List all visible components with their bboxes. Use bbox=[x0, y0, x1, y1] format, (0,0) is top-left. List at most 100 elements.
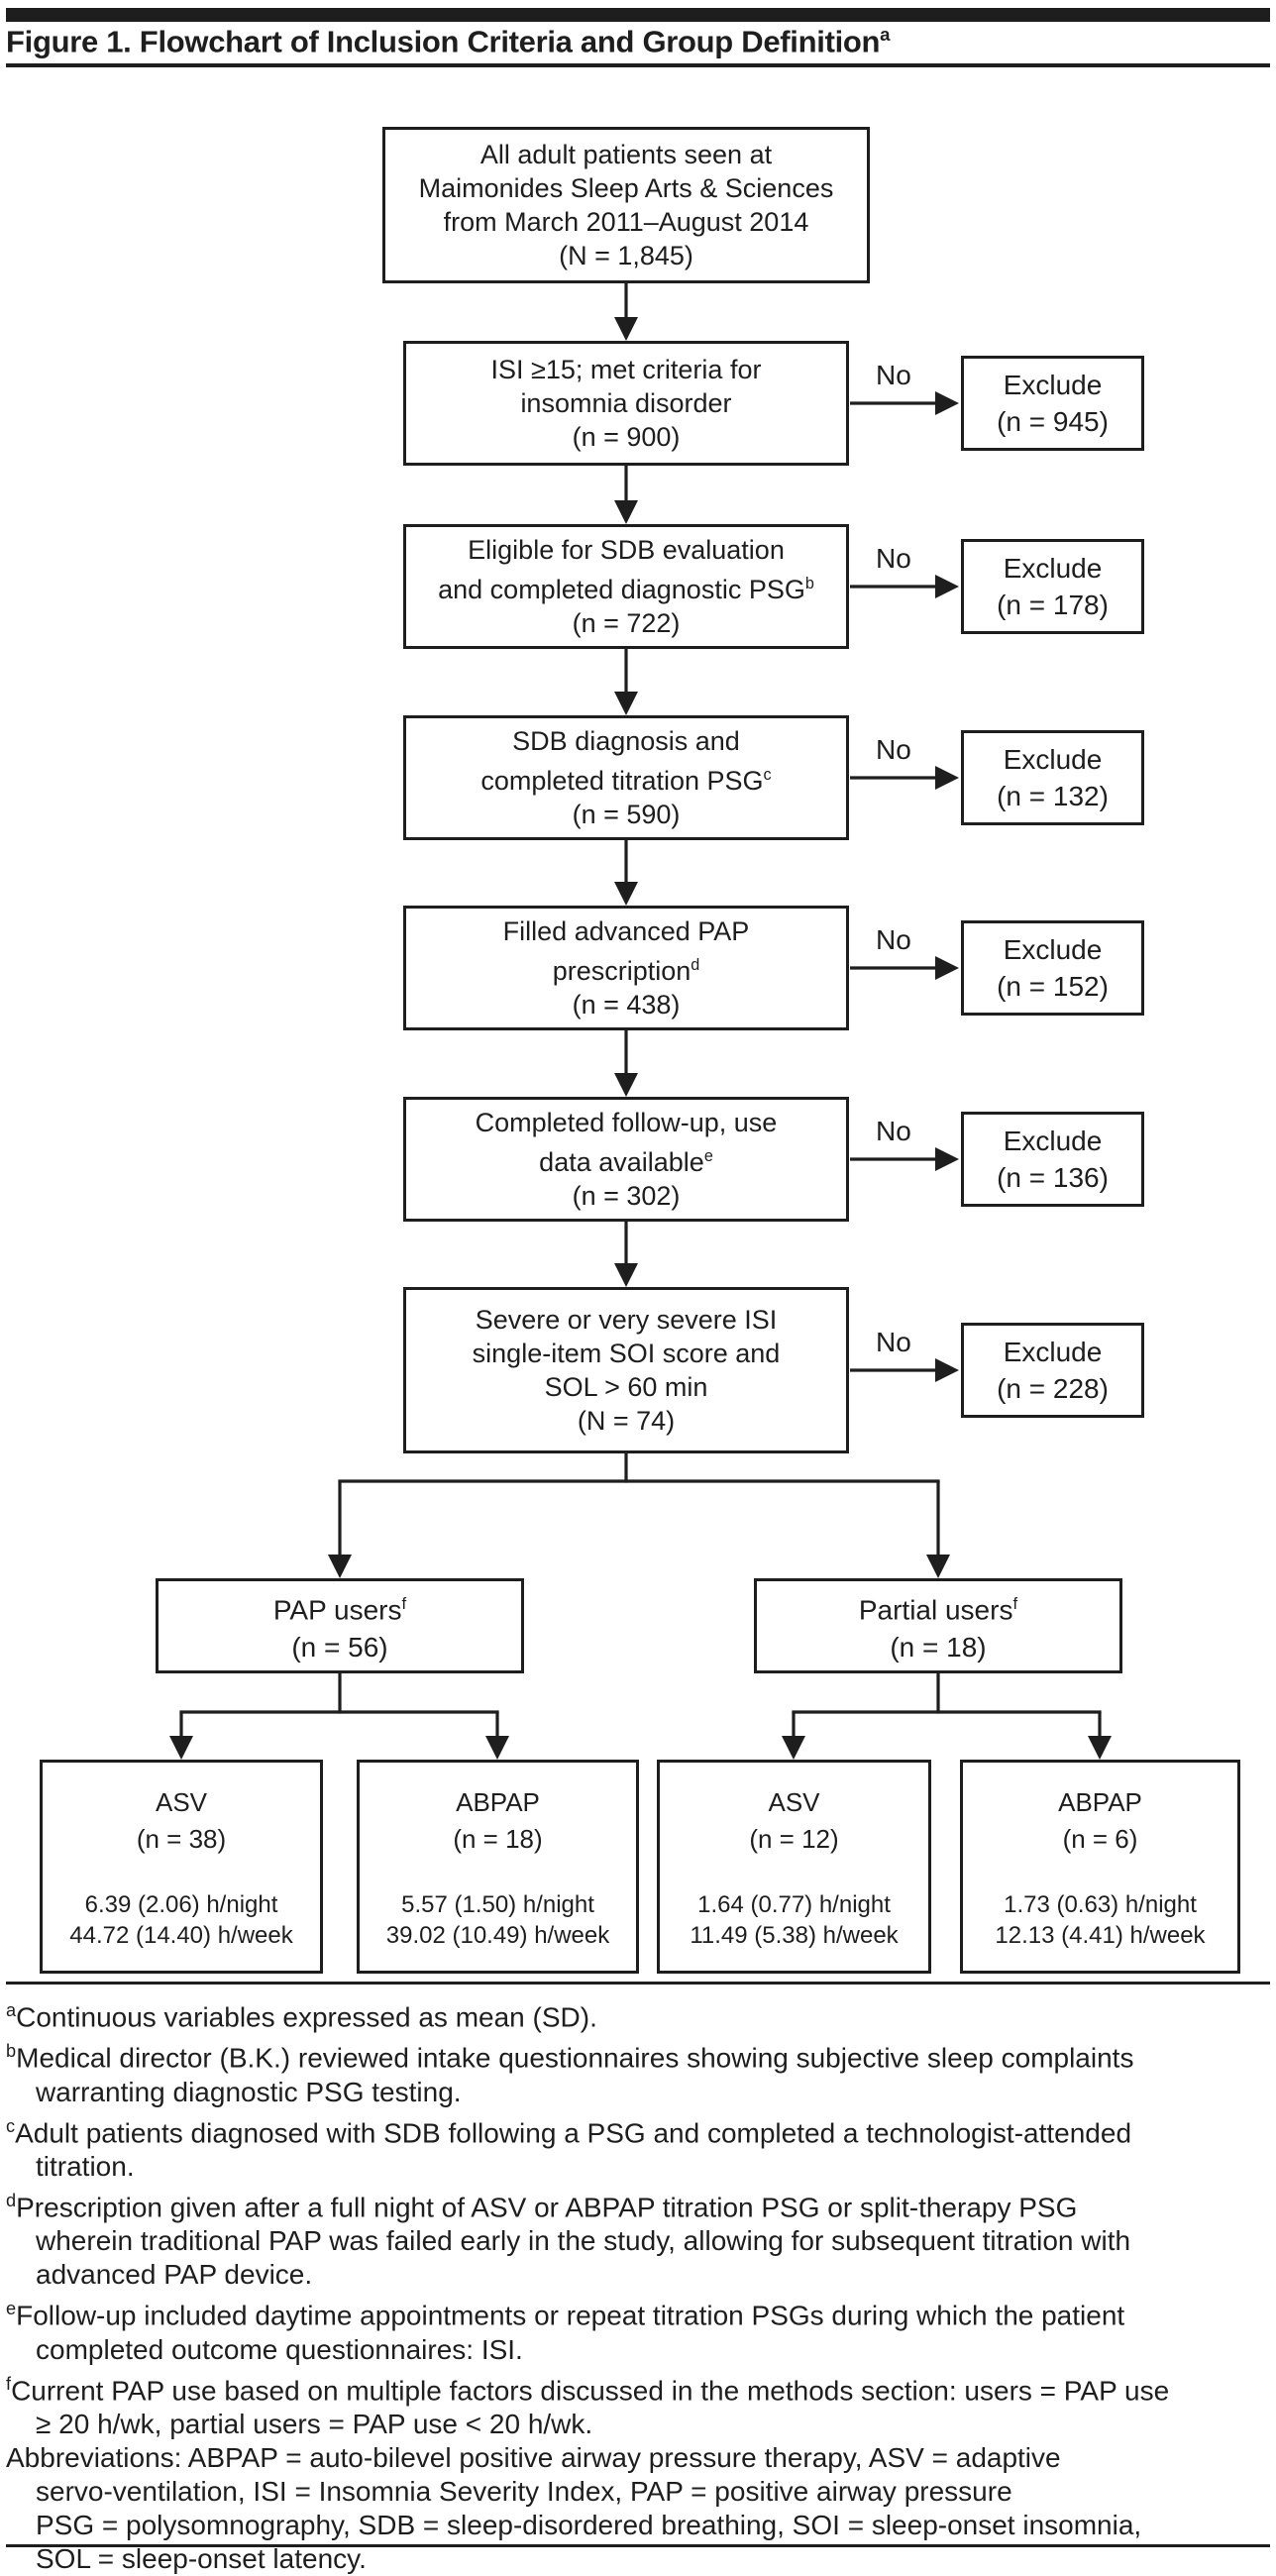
exclude-box-3: Exclude (n = 178) bbox=[961, 539, 1144, 634]
box-line: Exclude bbox=[1003, 370, 1103, 400]
footnote-f-cont: ≥ 20 h/wk, partial users = PAP use < 20 … bbox=[36, 2408, 593, 2439]
exclude-box-2: Exclude (n = 945) bbox=[961, 356, 1144, 451]
box-line: (n = 178) bbox=[997, 590, 1109, 620]
box-line: single-item SOI score and bbox=[472, 1339, 781, 1368]
footnote-e-cont: completed outcome questionnaires: ISI. bbox=[36, 2333, 523, 2365]
box-line: Severe or very severe ISI bbox=[475, 1305, 778, 1335]
footnote-a: aContinuous variables expressed as mean … bbox=[6, 2000, 597, 2033]
box-line: (n = 56) bbox=[291, 1632, 388, 1664]
exclude-box-7: Exclude (n = 228) bbox=[961, 1323, 1144, 1418]
box-line: (n = 228) bbox=[997, 1373, 1109, 1404]
sub-box-partial-asv: ASV (n = 12) 1.64 (0.77) h/night 11.49 (… bbox=[657, 1760, 931, 1974]
footnote-d-cont: advanced PAP device. bbox=[36, 2259, 313, 2291]
flow-box-isi-criteria: ISI ≥15; met criteria for insomnia disor… bbox=[403, 341, 849, 466]
footnote-top-rule bbox=[6, 1982, 1270, 1985]
sub-box-pap-asv: ASV (n = 38) 6.39 (2.06) h/night 44.72 (… bbox=[40, 1760, 323, 1974]
box-line: 39.02 (10.49) h/week bbox=[385, 1922, 610, 1949]
box-line: 44.72 (14.40) h/week bbox=[69, 1922, 293, 1949]
box-line: Exclude bbox=[1003, 744, 1103, 775]
box-line: 12.13 (4.41) h/week bbox=[995, 1922, 1206, 1949]
box-line: SOL > 60 min bbox=[544, 1372, 708, 1402]
no-label: No bbox=[876, 543, 911, 574]
footnote-abbreviations: Abbreviations: ABPAP = auto-bilevel posi… bbox=[6, 2441, 1061, 2473]
footnote-c-cont: titration. bbox=[36, 2150, 135, 2182]
footnote-b-cont: warranting diagnostic PSG testing. bbox=[36, 2076, 462, 2107]
box-line: PAP usersf bbox=[272, 1593, 407, 1626]
box-line: Eligible for SDB evaluation bbox=[468, 535, 785, 565]
box-line: prescriptiond bbox=[552, 956, 700, 986]
box-line: (n = 38) bbox=[136, 1824, 227, 1854]
footnote-e: eFollow-up included daytime appointments… bbox=[6, 2299, 1125, 2331]
footnote-b: bMedical director (B.K.) reviewed intake… bbox=[6, 2041, 1134, 2074]
box-line: (n = 945) bbox=[997, 406, 1109, 437]
box-line: (n = 722) bbox=[572, 608, 681, 638]
bottom-rule bbox=[6, 2544, 1270, 2547]
exclude-box-5: Exclude (n = 152) bbox=[961, 920, 1144, 1016]
flow-box-pap-prescription: Filled advanced PAP prescriptiond (n = 4… bbox=[403, 906, 849, 1030]
figure-title-superscript: a bbox=[880, 24, 891, 45]
box-line: (n = 302) bbox=[572, 1181, 681, 1211]
footnote-d-cont: wherein traditional PAP was failed early… bbox=[36, 2225, 1131, 2257]
title-underline-rule bbox=[6, 63, 1270, 67]
group-box-pap-users: PAP usersf (n = 56) bbox=[156, 1578, 524, 1673]
box-line: (n = 12) bbox=[749, 1824, 839, 1854]
sub-box-pap-abpap: ABPAP (n = 18) 5.57 (1.50) h/night 39.02… bbox=[357, 1760, 639, 1974]
box-line: insomnia disorder bbox=[520, 388, 732, 418]
top-rule bbox=[6, 8, 1270, 22]
box-line: (n = 18) bbox=[890, 1632, 987, 1664]
exclude-box-4: Exclude (n = 132) bbox=[961, 730, 1144, 825]
box-line: ABPAP bbox=[1058, 1787, 1142, 1817]
no-label: No bbox=[876, 924, 911, 955]
exclude-box-6: Exclude (n = 136) bbox=[961, 1112, 1144, 1207]
no-label: No bbox=[876, 734, 911, 765]
footnote-c: cAdult patients diagnosed with SDB follo… bbox=[6, 2115, 1132, 2148]
box-line: Filled advanced PAP bbox=[502, 916, 750, 946]
figure-title: Figure 1. Flowchart of Inclusion Criteri… bbox=[6, 24, 891, 59]
flow-box-sdb-eligible: Eligible for SDB evaluation and complete… bbox=[403, 524, 849, 649]
box-line: (n = 900) bbox=[572, 422, 681, 452]
flow-box-severe-isi: Severe or very severe ISI single-item SO… bbox=[403, 1287, 849, 1453]
box-line: SDB diagnosis and bbox=[512, 726, 740, 756]
box-line: ASV bbox=[155, 1787, 208, 1817]
footnote-abbreviations-cont: servo-ventilation, ISI = Insomnia Severi… bbox=[36, 2475, 1012, 2507]
box-line: completed titration PSGc bbox=[480, 766, 772, 796]
no-label: No bbox=[876, 1327, 911, 1357]
box-line: from March 2011–August 2014 bbox=[443, 207, 809, 237]
sub-box-partial-abpap: ABPAP (n = 6) 1.73 (0.63) h/night 12.13 … bbox=[960, 1760, 1240, 1974]
group-box-partial-users: Partial usersf (n = 18) bbox=[754, 1578, 1122, 1673]
footnote-abbreviations-cont: SOL = sleep-onset latency. bbox=[36, 2542, 367, 2574]
box-line: 11.49 (5.38) h/week bbox=[690, 1922, 899, 1949]
flow-box-sdb-diagnosis: SDB diagnosis and completed titration PS… bbox=[403, 715, 849, 840]
box-line: 5.57 (1.50) h/night bbox=[401, 1891, 594, 1918]
box-line: ISI ≥15; met criteria for bbox=[490, 355, 762, 384]
box-line: (N = 74) bbox=[577, 1406, 676, 1436]
box-line: Completed follow-up, use bbox=[475, 1108, 778, 1137]
no-label: No bbox=[876, 360, 911, 390]
box-line: Partial usersf bbox=[858, 1593, 1018, 1626]
box-line: Exclude bbox=[1003, 1337, 1103, 1367]
box-line: (n = 136) bbox=[997, 1162, 1109, 1193]
box-line: ASV bbox=[768, 1787, 820, 1817]
footnotes: aContinuous variables expressed as mean … bbox=[6, 1993, 1270, 2576]
box-line: Exclude bbox=[1003, 553, 1103, 584]
box-line: 1.73 (0.63) h/night bbox=[1004, 1891, 1197, 1918]
flow-box-follow-up: Completed follow-up, use data availablee… bbox=[403, 1097, 849, 1222]
box-line: (n = 6) bbox=[1062, 1824, 1138, 1854]
box-line: ABPAP bbox=[456, 1787, 540, 1817]
box-line: data availablee bbox=[539, 1147, 713, 1177]
box-line: (n = 438) bbox=[572, 990, 681, 1020]
box-line: 1.64 (0.77) h/night bbox=[697, 1891, 891, 1918]
footnote-f: fCurrent PAP use based on multiple facto… bbox=[6, 2373, 1170, 2406]
box-line: 6.39 (2.06) h/night bbox=[84, 1891, 278, 1918]
box-line: (n = 18) bbox=[453, 1824, 543, 1854]
figure-title-text: Figure 1. Flowchart of Inclusion Criteri… bbox=[6, 24, 881, 59]
box-line: Exclude bbox=[1003, 934, 1103, 965]
box-line: (N = 1,845) bbox=[559, 241, 693, 270]
box-line: (n = 132) bbox=[997, 781, 1109, 811]
flow-box-all-patients: All adult patients seen at Maimonides Sl… bbox=[382, 127, 870, 283]
box-line: All adult patients seen at bbox=[479, 140, 773, 169]
box-line: (n = 590) bbox=[572, 800, 681, 829]
footnote-abbreviations-cont: PSG = polysomnography, SDB = sleep-disor… bbox=[36, 2509, 1142, 2540]
box-line: Maimonides Sleep Arts & Sciences bbox=[418, 173, 834, 203]
